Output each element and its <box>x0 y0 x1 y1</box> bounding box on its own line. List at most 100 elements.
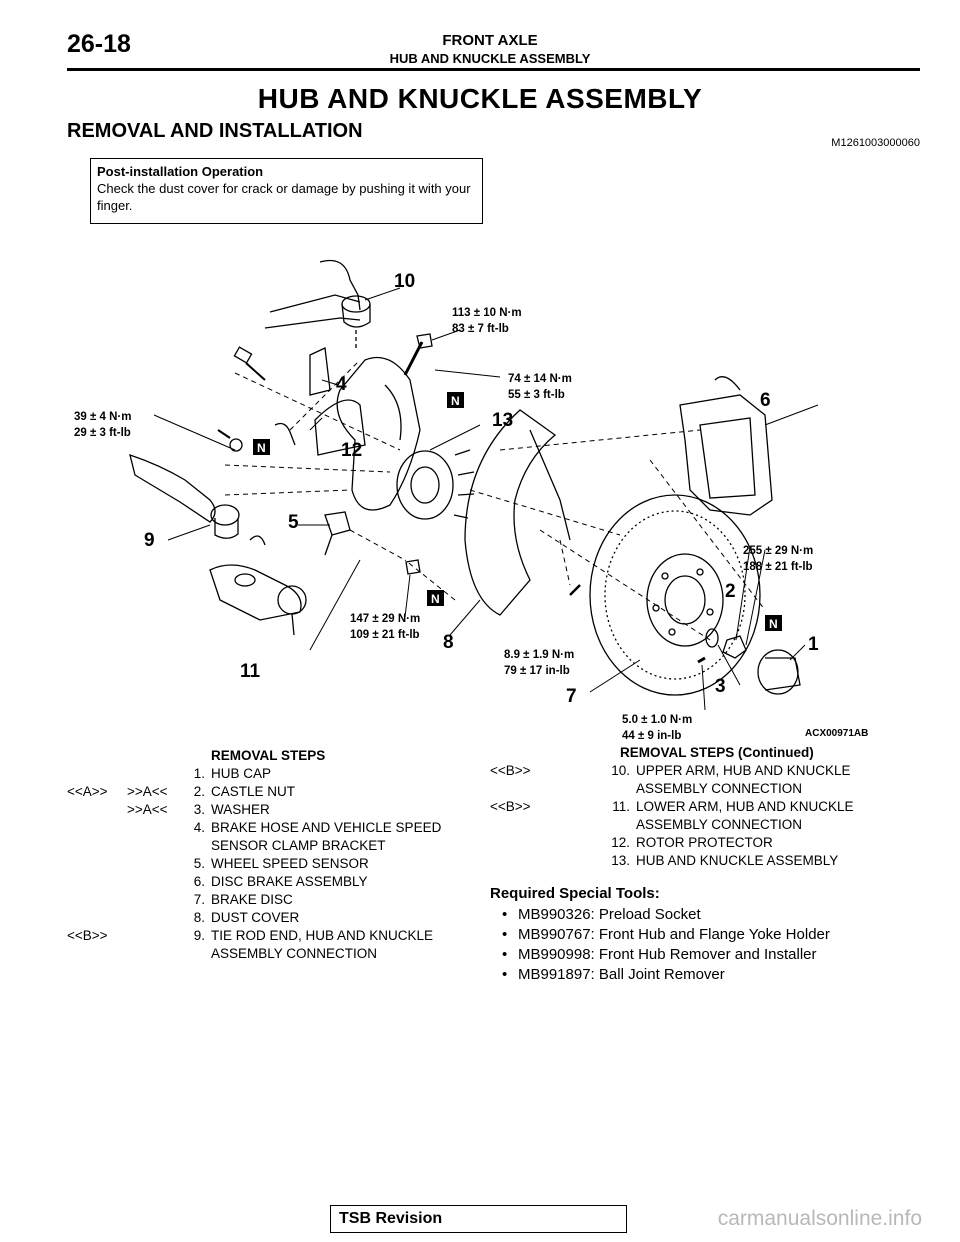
removal-step: <<B>>10.UPPER ARM, HUB AND KNUCKLE ASSEM… <box>490 762 910 798</box>
step-tag-install <box>127 927 183 963</box>
removal-step: <<B>>9.TIE ROD END, HUB AND KNUCKLE ASSE… <box>67 927 467 963</box>
step-tag-removal: <<A>> <box>67 784 108 799</box>
step-text: ROTOR PROTECTOR <box>636 835 773 850</box>
bullet-icon: • <box>502 906 508 923</box>
lower-arm <box>209 564 302 621</box>
torque-6-imperial: 79 ± 17 in-lb <box>504 665 570 677</box>
removal-steps-left: REMOVAL STEPS 1.HUB CAP <<A>>>>A<<2.CAST… <box>67 748 467 963</box>
disc-brake-caliper <box>679 394 773 516</box>
callout-10: 10 <box>394 271 415 292</box>
n-badge-text-4: N <box>769 617 778 631</box>
hub-flange <box>396 450 454 520</box>
step-tag-install <box>127 873 183 891</box>
step-number: 1. <box>193 766 205 781</box>
step-number: 13. <box>611 853 630 868</box>
step-number: 8. <box>193 910 205 925</box>
n-badge-2 <box>253 439 270 455</box>
special-tool-text: MB990326: Preload Socket <box>518 906 701 923</box>
dust-cover <box>464 409 557 616</box>
special-tool-item: • MB990998: Front Hub Remover and Install… <box>490 945 910 965</box>
torque-4-nm: 255 ± 29 N·m <box>743 545 813 557</box>
removal-step: 12.ROTOR PROTECTOR <box>490 834 910 852</box>
hub-cap <box>757 649 799 695</box>
step-tag-install <box>127 819 183 855</box>
torque-2-imperial: 55 ± 3 ft-lb <box>508 389 565 401</box>
step-text: DISC BRAKE ASSEMBLY <box>211 874 368 889</box>
callout-2: 2 <box>725 581 736 602</box>
exploded-view-figure: N N N N 1 2 3 4 5 6 7 8 9 10 11 12 13 11… <box>60 240 900 745</box>
torque-5-nm: 147 ± 29 N·m <box>350 613 420 625</box>
removal-steps-right: REMOVAL STEPS (Continued) <<B>>10.UPPER … <box>490 745 910 870</box>
n-badge-text-2: N <box>257 441 266 455</box>
torque-4-imperial: 188 ± 21 ft-lb <box>743 561 813 573</box>
special-tool-text: MB990767: Front Hub and Flange Yoke Hold… <box>518 926 830 943</box>
step-tag-removal <box>67 855 127 873</box>
step-tag-removal <box>490 834 608 852</box>
section-title: REMOVAL AND INSTALLATION <box>67 120 363 142</box>
step-tag-removal: <<B>> <box>490 799 531 814</box>
post-installation-note: Post-installation Operation Check the du… <box>90 158 483 224</box>
step-tag-install <box>127 855 183 873</box>
document-code: M1261003000060 <box>831 137 920 149</box>
special-tool-item: • MB991897: Ball Joint Remover <box>490 965 910 985</box>
torque-1-imperial: 83 ± 7 ft-lb <box>452 323 509 335</box>
step-text: BRAKE DISC <box>211 892 293 907</box>
removal-steps-heading: REMOVAL STEPS <box>211 748 326 763</box>
torque-5-imperial: 109 ± 21 ft-lb <box>350 629 420 641</box>
torque-6-nm: 8.9 ± 1.9 N·m <box>504 649 574 661</box>
torque-3-nm: 39 ± 4 N·m <box>74 411 131 423</box>
removal-step: >>A<<3.WASHER <box>67 801 467 819</box>
torque-3-imperial: 29 ± 3 ft-lb <box>74 427 131 439</box>
step-tag-install: >>A<< <box>127 784 168 799</box>
callout-6: 6 <box>760 390 771 411</box>
bullet-icon: • <box>502 926 508 943</box>
callout-8: 8 <box>443 632 454 653</box>
n-badge-3 <box>427 590 444 606</box>
n-badge-4 <box>765 615 782 631</box>
step-number: 2. <box>193 784 205 799</box>
bullet-icon: • <box>502 966 508 983</box>
step-number: 4. <box>193 820 205 835</box>
step-tag-removal: <<B>> <box>67 928 108 943</box>
brake-disc <box>589 494 761 696</box>
step-number: 9. <box>193 928 205 943</box>
removal-step: <<B>>11.LOWER ARM, HUB AND KNUCKLE ASSEM… <box>490 798 910 834</box>
removal-steps-continued-heading: REMOVAL STEPS (Continued) <box>620 745 814 760</box>
removal-step: 5.WHEEL SPEED SENSOR <box>67 855 467 873</box>
callout-12: 12 <box>341 440 362 461</box>
callout-7: 7 <box>566 686 577 707</box>
step-number: 3. <box>193 802 205 817</box>
step-tag-install <box>127 891 183 909</box>
callout-3: 3 <box>715 676 726 697</box>
n-badge-text-3: N <box>431 592 440 606</box>
removal-step: 8.DUST COVER <box>67 909 467 927</box>
step-number: 6. <box>193 874 205 889</box>
castle-nut <box>722 635 747 659</box>
torque-2-nm: 74 ± 14 N·m <box>508 373 572 385</box>
removal-step: 1.HUB CAP <box>67 765 467 783</box>
step-tag-removal: <<B>> <box>490 763 531 778</box>
special-tool-text: MB991897: Ball Joint Remover <box>518 966 725 983</box>
callout-11: 11 <box>240 661 261 682</box>
torque-7-imperial: 44 ± 9 in-lb <box>622 730 681 742</box>
step-tag-install <box>127 765 183 783</box>
figure-code: ACX00971AB <box>805 728 868 739</box>
wheel-speed-sensor <box>324 511 351 536</box>
removal-step: 7.BRAKE DISC <box>67 891 467 909</box>
special-tools: Required Special Tools: •MB990326: Prelo… <box>490 885 910 985</box>
step-number: 10. <box>611 763 630 778</box>
bullet-icon: • <box>502 946 508 963</box>
step-tag-removal <box>67 873 127 891</box>
step-text: HUB AND KNUCKLE ASSEMBLY <box>636 853 839 868</box>
n-badges: N N N N <box>253 392 782 631</box>
torque-1-nm: 113 ± 10 N·m <box>452 307 522 319</box>
step-tag-removal <box>67 909 127 927</box>
step-tag-removal <box>67 819 127 855</box>
step-text: WHEEL SPEED SENSOR <box>211 856 369 871</box>
special-tool-text: MB990998: Front Hub Remover and Installe… <box>518 946 817 963</box>
step-tag-removal <box>67 891 127 909</box>
step-tag-removal <box>490 852 608 870</box>
callout-13: 13 <box>492 410 513 431</box>
exploded-view-drawing: N N N N 1 2 3 4 5 6 7 8 9 10 11 12 13 11… <box>74 259 868 742</box>
step-tag-install <box>127 909 183 927</box>
